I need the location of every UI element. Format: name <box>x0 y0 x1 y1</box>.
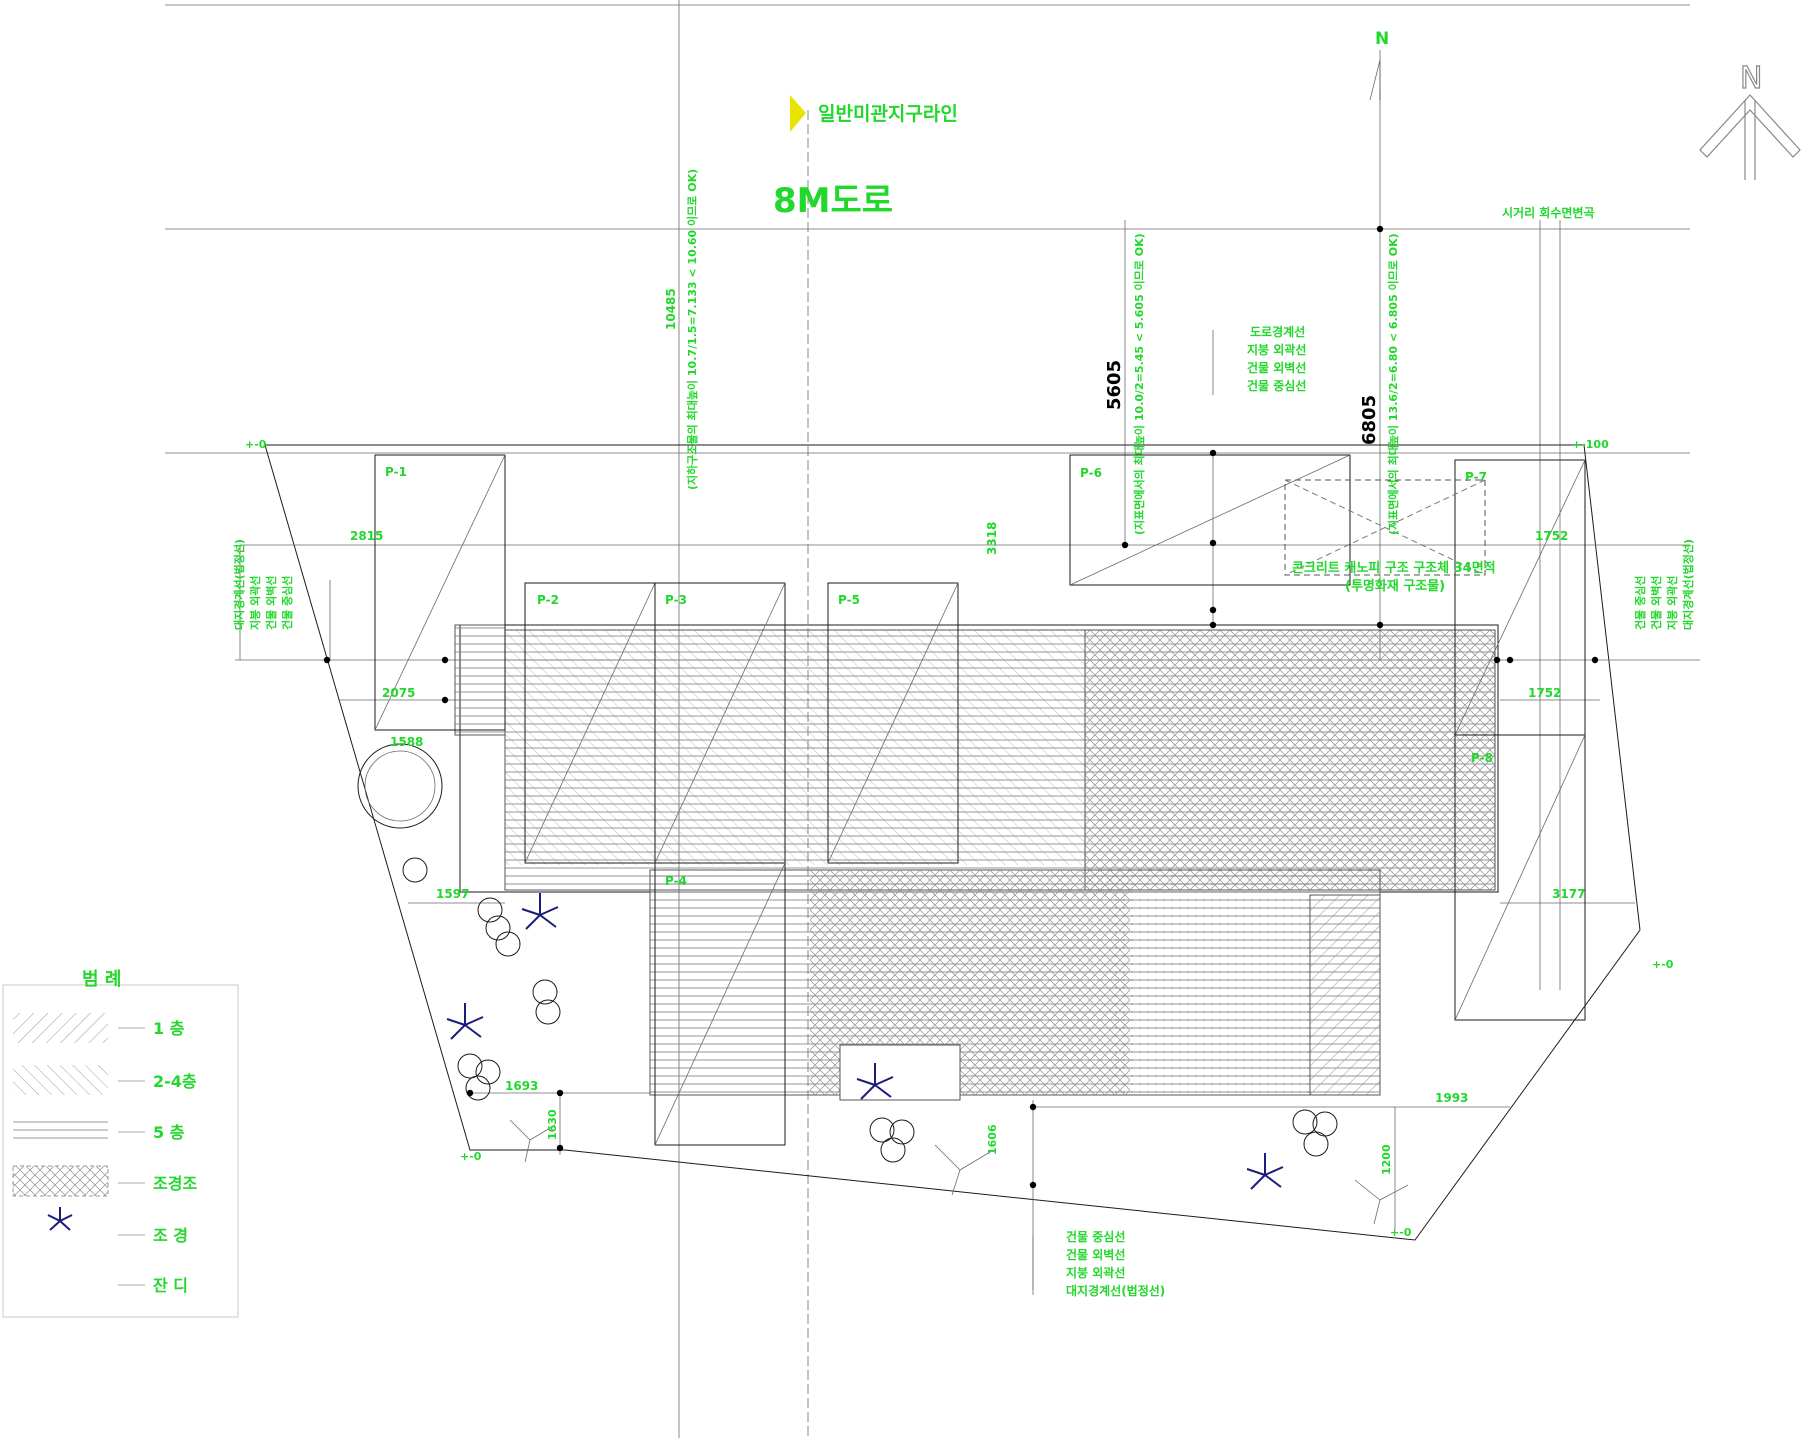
left-line-labels: 대지경계선(법정선) 지붕 외곽선 건물 외벽선 건물 중심선 <box>232 539 294 630</box>
left-line-label: 건물 외벽선 <box>264 576 278 630</box>
right-line-labels: 대지경계선(법정선) 지붕 외곽선 건물 외벽선 건물 중심선 <box>1633 539 1695 630</box>
road-label: 8M도로 <box>773 181 893 221</box>
district-line-marker <box>790 95 806 132</box>
canopy-sub-label: (투명화재 구조물) <box>1345 578 1445 594</box>
left-line-label: 대지경계선(법정선) <box>232 539 246 630</box>
level-bottom-right: +-0 <box>1390 1226 1412 1239</box>
landscaping <box>357 743 1409 1225</box>
right-line-label: 건물 외벽선 <box>1649 576 1663 630</box>
top-line-label: 지붕 외곽선 <box>1247 342 1306 357</box>
bottom-line-labels: 건물 중심선 건물 외벽선 지붕 외곽선 대지경계선(법정선) <box>1032 1229 1165 1298</box>
parking-p3: P-3 <box>665 593 687 607</box>
setback-text-3: (지표면에서의 최대높이 13.6/2=6.80 < 6.805 이므로 OK) <box>1386 233 1400 535</box>
dim-1606: 1606 <box>986 1124 999 1155</box>
parking-p6: P-6 <box>1080 466 1102 480</box>
dim-10485: 10485 <box>664 288 678 330</box>
bottom-line-label: 건물 외벽선 <box>1066 1247 1125 1262</box>
parking-p2: P-2 <box>537 593 559 607</box>
dim-3177: 3177 <box>1552 887 1585 901</box>
dim-1597: 1597 <box>436 887 469 901</box>
right-line-label: 건물 중심선 <box>1633 576 1647 630</box>
right-line-label: 지붕 외곽선 <box>1665 576 1679 630</box>
level-bottom-left: +-0 <box>460 1150 482 1163</box>
legend-item: 조 경 <box>153 1226 188 1245</box>
legend-item: 잔 디 <box>153 1276 188 1295</box>
dim-5605: 5605 <box>1104 360 1125 410</box>
top-line-label: 건물 중심선 <box>1247 378 1306 393</box>
bottom-line-label: 지붕 외곽선 <box>1066 1265 1125 1280</box>
dim-1630: 1630 <box>546 1109 559 1140</box>
legend-box <box>2 984 239 1318</box>
top-line-label: 건물 외벽선 <box>1247 360 1306 375</box>
building-footprint <box>454 624 1499 1101</box>
site-boundary <box>264 444 1641 1241</box>
compass-icon <box>1699 94 1801 180</box>
parking-bays <box>374 454 1586 1146</box>
level-top-right: +-100 <box>1572 438 1609 451</box>
dim-1200: 1200 <box>1380 1144 1393 1175</box>
dim-2815: 2815 <box>350 529 383 543</box>
legend-item: 5 층 <box>153 1123 185 1142</box>
legend-title: 범 례 <box>82 969 121 990</box>
top-line-labels: 도로경계선 지붕 외곽선 건물 외벽선 건물 중심선 <box>1212 324 1306 395</box>
dim-3318: 3318 <box>985 522 999 555</box>
setback-text-2: (지표면에서의 최대높이 10.0/2=5.45 < 5.605 이므로 OK) <box>1132 233 1146 535</box>
compass-label: N <box>1740 61 1762 96</box>
dim-6805: 6805 <box>1359 395 1380 445</box>
edge-label: 시거리 회수면변곡 <box>1502 205 1595 220</box>
bottom-line-label: 대지경계선(법정선) <box>1066 1283 1165 1298</box>
parking-p7: P-7 <box>1465 470 1487 484</box>
parking-p4: P-4 <box>665 874 687 888</box>
parking-p5: P-5 <box>838 593 860 607</box>
dim-2075: 2075 <box>382 686 415 700</box>
parking-p8: P-8 <box>1471 751 1493 765</box>
level-top-left: +-0 <box>245 438 267 451</box>
canopy-label: 콘크리트 캐노피 구조 구조체 34면적 <box>1292 560 1496 576</box>
junction-dots <box>323 225 1599 1189</box>
right-line-label: 대지경계선(법정선) <box>1681 539 1695 630</box>
left-line-label: 지붕 외곽선 <box>248 576 262 630</box>
district-line-label: 일반미관지구라인 <box>818 103 958 125</box>
setback-text-1: (지하구조물의 최대높이 10.7/1.5=7.133 < 10.60 이므로 … <box>685 169 699 490</box>
dim-1752-top: 1752 <box>1535 529 1568 543</box>
legend-item: 2-4층 <box>153 1072 197 1091</box>
road-north-label: N <box>1375 29 1389 49</box>
dim-1752-mid: 1752 <box>1528 686 1561 700</box>
dim-1993: 1993 <box>1435 1091 1468 1105</box>
left-line-label: 건물 중심선 <box>280 576 294 630</box>
bottom-line-label: 건물 중심선 <box>1066 1229 1125 1244</box>
legend-item: 조경조 <box>153 1174 197 1193</box>
top-line-label: 도로경계선 <box>1250 324 1305 339</box>
dim-1693: 1693 <box>505 1079 538 1093</box>
parking-p1: P-1 <box>385 465 407 479</box>
legend-item: 1 층 <box>153 1019 185 1038</box>
level-right: +-0 <box>1652 958 1674 971</box>
dim-1588: 1588 <box>390 735 423 749</box>
road-north-arrow-icon <box>1369 59 1381 101</box>
